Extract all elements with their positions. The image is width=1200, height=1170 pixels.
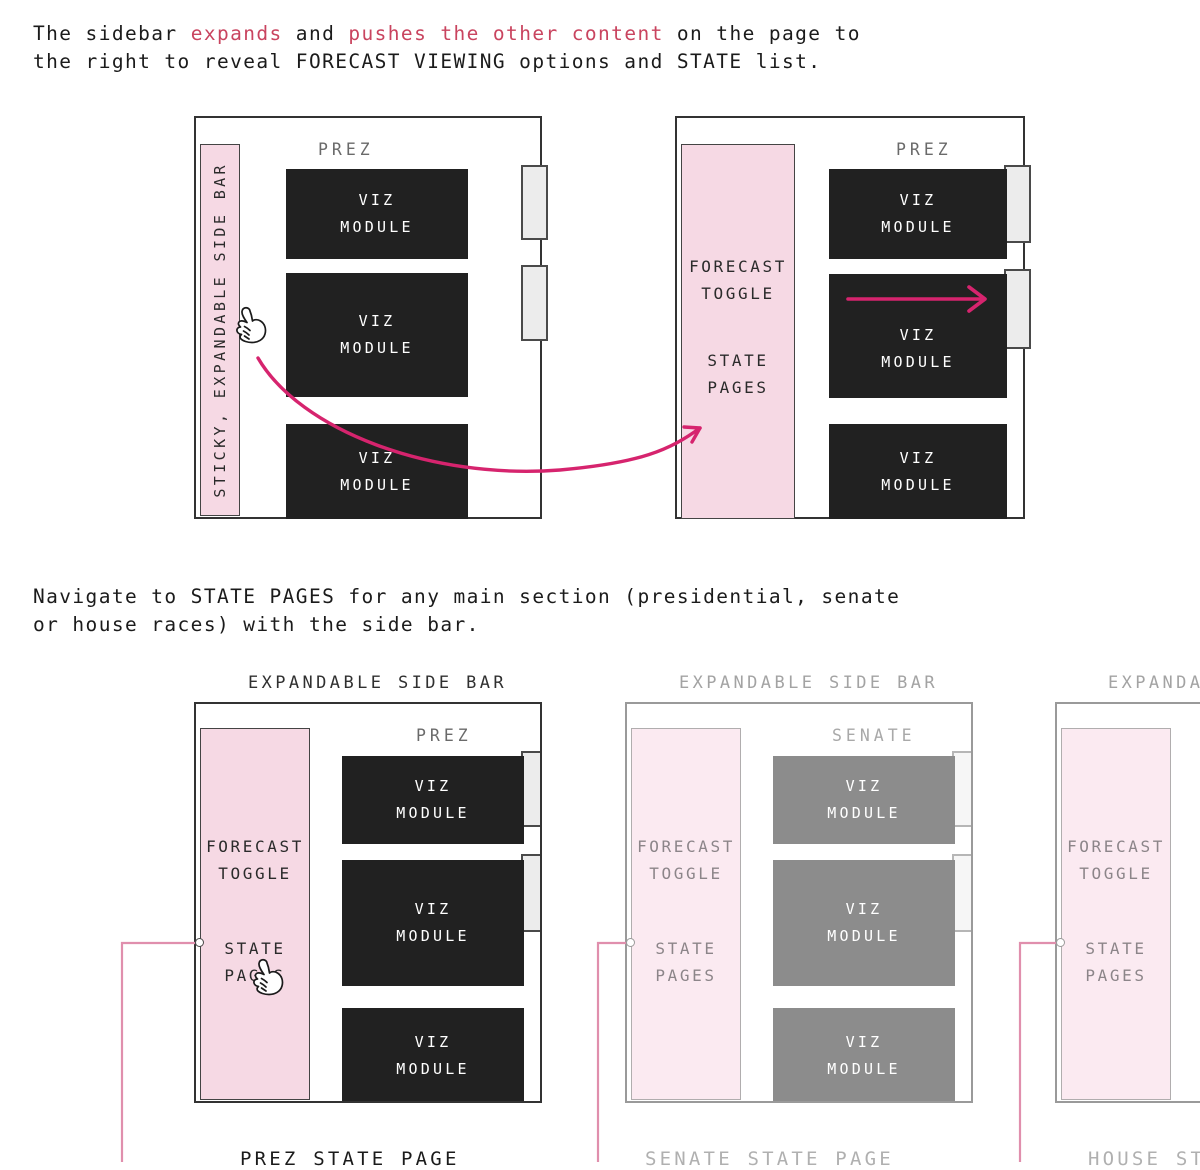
- connector-dot-state-pages: [1056, 938, 1065, 947]
- sidebar-item-state-pages[interactable]: STATE PAGES: [1085, 939, 1147, 985]
- para1-segment-b: and: [282, 22, 349, 45]
- intro-paragraph-sidebar-expands: The sidebar expands and pushes the other…: [33, 20, 861, 76]
- viz-module-label: VIZ MODULE: [396, 900, 470, 945]
- expanded-sidebar[interactable]: FORECAST TOGGLE STATE PAGES: [681, 144, 795, 519]
- sidebar-item-forecast-toggle[interactable]: FORECAST TOGGLE: [637, 837, 735, 883]
- sidebar-item-state-pages[interactable]: STATE PAGES: [655, 939, 717, 985]
- panel-caption-expandable-side-bar: EXPANDABLE SIDE BAR: [248, 673, 508, 693]
- viz-module-label: VIZ MODULE: [396, 777, 470, 822]
- panel-caption-expandable-side-bar: EXPANDAB: [1108, 673, 1200, 693]
- connector-dot-state-pages: [195, 938, 204, 947]
- sticky-collapsed-sidebar[interactable]: STICKY, EXPANDABLE SIDE BAR: [200, 144, 240, 516]
- para1-segment-a: The sidebar: [33, 22, 191, 45]
- sidebar-item-forecast-toggle[interactable]: FORECAST TOGGLE: [206, 837, 304, 883]
- side-tab[interactable]: [521, 165, 548, 240]
- side-tab[interactable]: [1004, 269, 1031, 349]
- pointing-hand-cursor: [233, 303, 273, 355]
- expanded-sidebar[interactable]: FORECAST TOGGLE STATE PAGES: [200, 728, 310, 1100]
- connector-line-house: [1018, 941, 1056, 1162]
- section-title-senate: SENATE: [832, 726, 916, 745]
- section-title-prez: PREZ: [896, 140, 952, 159]
- viz-module-label: VIZ MODULE: [396, 1033, 470, 1078]
- expanded-sidebar[interactable]: FORECAST TOGGLE STATE PAGES: [1061, 728, 1171, 1100]
- section-title-prez: PREZ: [416, 726, 472, 745]
- viz-module-label: VIZ MODULE: [881, 191, 955, 236]
- viz-module-label: VIZ MODULE: [340, 312, 414, 357]
- para1-line2: the right to reveal FORECAST VIEWING opt…: [33, 50, 822, 73]
- viz-module: VIZ MODULE: [773, 860, 955, 986]
- para1-highlight-expands: expands: [190, 22, 283, 45]
- viz-module: VIZ MODULE: [829, 274, 1007, 398]
- viz-module: VIZ MODULE: [342, 860, 524, 986]
- side-tab[interactable]: [1004, 165, 1031, 243]
- side-tab[interactable]: [952, 854, 971, 932]
- viz-module: VIZ MODULE: [342, 1008, 524, 1101]
- bottom-caption-house-state-page: HOUSE STA: [1088, 1148, 1200, 1170]
- viz-module-label: VIZ MODULE: [340, 448, 414, 494]
- viz-module-label: VIZ MODULE: [881, 326, 955, 371]
- section-title-prez: PREZ: [318, 140, 374, 159]
- connector-line-prez: [120, 941, 195, 1162]
- panel-expanded-sidebar: FORECAST TOGGLE STATE PAGES PREZ VIZ MOD…: [675, 116, 1031, 519]
- sidebar-item-forecast-toggle[interactable]: FORECAST TOGGLE: [689, 257, 787, 303]
- panel-senate-state-page: FORECAST TOGGLE STATE PAGES SENATE VIZ M…: [625, 702, 973, 1103]
- expanded-sidebar[interactable]: FORECAST TOGGLE STATE PAGES: [631, 728, 741, 1100]
- sidebar-item-state-pages[interactable]: STATE PAGES: [707, 351, 769, 397]
- bottom-caption-senate-state-page: SENATE STATE PAGE: [645, 1148, 894, 1170]
- viz-module: VIZ MODULE: [773, 756, 955, 844]
- side-tab[interactable]: [521, 854, 540, 932]
- viz-module: VIZ MODULE: [286, 273, 468, 397]
- panel-prez-state-page: FORECAST TOGGLE STATE PAGES PREZ VIZ MOD…: [194, 702, 542, 1103]
- viz-module: VIZ MODULE: [342, 756, 524, 844]
- sidebar-vertical-label: STICKY, EXPANDABLE SIDE BAR: [211, 162, 229, 498]
- connector-dot-state-pages: [626, 938, 635, 947]
- panel-house-state-page: FORECAST TOGGLE STATE PAGES: [1055, 702, 1200, 1103]
- viz-module: VIZ MODULE: [829, 424, 1007, 519]
- side-tab[interactable]: [952, 751, 971, 827]
- para2-line2: or house races) with the side bar.: [33, 613, 480, 636]
- viz-module-label: VIZ MODULE: [827, 900, 901, 945]
- connector-line-senate: [596, 941, 626, 1162]
- bottom-caption-prez-state-page: PREZ STATE PAGE: [240, 1148, 460, 1170]
- viz-module-label: VIZ MODULE: [827, 1033, 901, 1078]
- viz-module-label: VIZ MODULE: [881, 448, 955, 494]
- viz-module-label: VIZ MODULE: [340, 191, 414, 236]
- para1-segment-c: on the page to: [663, 22, 861, 45]
- sidebar-item-forecast-toggle[interactable]: FORECAST TOGGLE: [1067, 837, 1165, 883]
- para2-line1: Navigate to STATE PAGES for any main sec…: [33, 585, 901, 608]
- viz-module: VIZ MODULE: [773, 1008, 955, 1101]
- viz-module-label: VIZ MODULE: [827, 777, 901, 822]
- pointing-hand-cursor: [250, 955, 290, 1007]
- viz-module: VIZ MODULE: [286, 424, 468, 519]
- side-tab[interactable]: [521, 751, 540, 827]
- para1-highlight-pushes: pushes the other content: [348, 22, 664, 45]
- viz-module: VIZ MODULE: [286, 169, 468, 259]
- viz-module: VIZ MODULE: [829, 169, 1007, 259]
- intro-paragraph-navigate-state-pages: Navigate to STATE PAGES for any main sec…: [33, 583, 900, 639]
- panel-caption-expandable-side-bar: EXPANDABLE SIDE BAR: [679, 673, 939, 693]
- side-tab[interactable]: [521, 265, 548, 341]
